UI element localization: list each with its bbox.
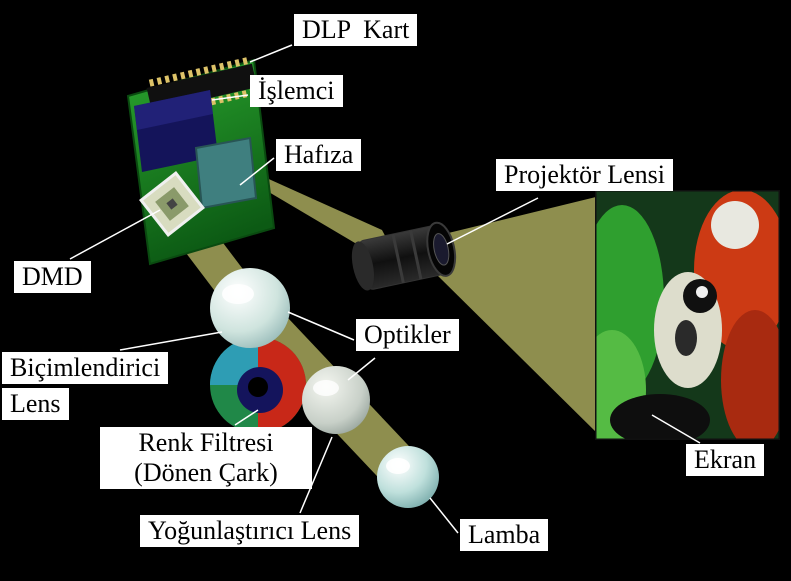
- projector-lens: [351, 221, 457, 291]
- label-projektor-lensi: Projektör Lensi: [496, 159, 674, 191]
- label-hafiza: Hafıza: [276, 139, 362, 171]
- leader-line-lamba: [429, 497, 459, 534]
- label-ekran: Ekran: [686, 444, 765, 476]
- leader-line-optikler-1: [287, 311, 355, 341]
- projection-screen: [595, 190, 780, 440]
- leader-line-islemci: [211, 94, 249, 101]
- shaping-lens-sphere: [210, 268, 290, 348]
- leader-line-renk-filtresi: [234, 409, 259, 426]
- label-dlp-kart: DLP Kart: [294, 14, 418, 46]
- lamp-sphere: [377, 446, 439, 508]
- memory-chip: [194, 136, 258, 210]
- leader-line-ekran: [651, 414, 701, 444]
- label-renk-filtresi: Renk Filtresi (Dönen Çark): [100, 427, 312, 489]
- label-optikler: Optikler: [356, 319, 459, 351]
- leader-line-yogunlastirici: [299, 436, 333, 514]
- light-beam-lens-to-screen: [436, 196, 600, 436]
- label-dmd: DMD: [14, 261, 91, 293]
- leader-line-bicimlendirici: [119, 331, 223, 351]
- label-islemci: İşlemci: [250, 75, 343, 107]
- leader-line-dlp-kart: [249, 44, 293, 63]
- label-renk-filtresi-line2: (Dönen Çark): [134, 457, 278, 487]
- label-bicimlendirici-line2: Lens: [2, 387, 69, 420]
- leader-lines: [69, 44, 701, 534]
- dlp-board: [126, 57, 276, 266]
- label-bicimlendirici-line1: Biçimlendirici: [2, 352, 169, 384]
- dmd-chip: [139, 171, 205, 237]
- leader-line-optikler-2: [347, 357, 376, 381]
- label-yogunlastirici-lens: Yoğunlaştırıcı Lens: [140, 515, 360, 547]
- color-wheel: [210, 337, 306, 433]
- label-lamba: Lamba: [460, 519, 549, 551]
- leader-line-dmd: [69, 209, 161, 260]
- label-bicimlendirici-lens: Biçimlendirici Lens: [2, 352, 169, 420]
- condenser-lens-sphere: [302, 366, 370, 434]
- label-renk-filtresi-line1: Renk Filtresi: [138, 428, 274, 457]
- leader-line-hafiza: [239, 157, 275, 186]
- leader-line-projektor-lensi: [446, 197, 539, 245]
